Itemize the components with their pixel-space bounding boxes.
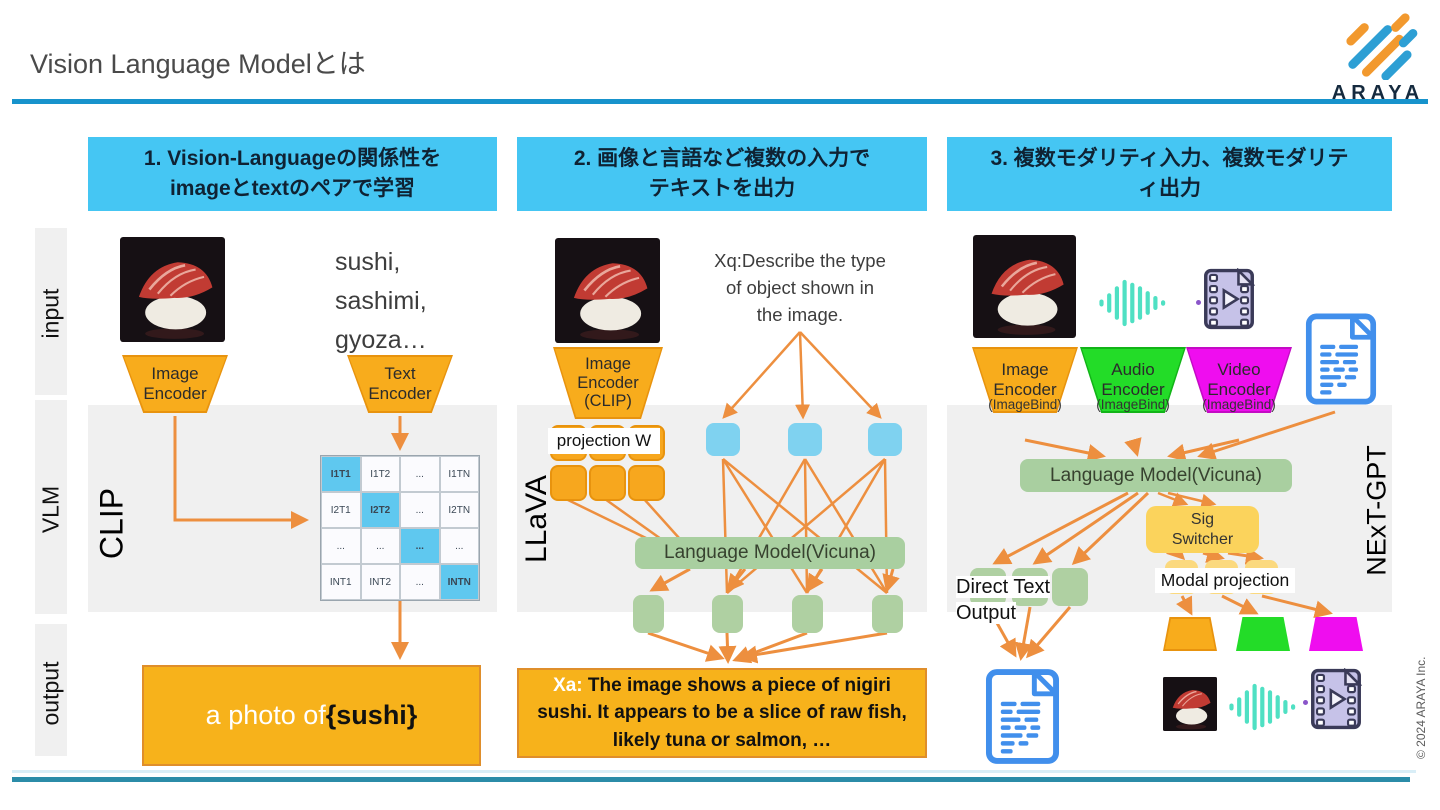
projection-w-label: projection W xyxy=(548,428,660,454)
direct-text-square xyxy=(1052,568,1088,606)
modal-projection-label: Modal projection xyxy=(1155,568,1295,593)
matrix-cell: ... xyxy=(360,528,400,564)
matrix-cell: I1TN xyxy=(439,456,479,492)
vlm-rail-label: VLM xyxy=(37,485,64,534)
title-divider xyxy=(12,99,1428,104)
matrix-cell: ... xyxy=(400,528,440,564)
direct-text-output-label: Direct Text Output xyxy=(956,576,1051,624)
audio-waveform-output-icon xyxy=(1228,676,1298,743)
araya-logo-text: ARAYA xyxy=(1331,82,1425,104)
llava-model-label: LLaVA xyxy=(520,475,553,563)
matrix-cell: I1T1 xyxy=(321,456,361,492)
input-rail xyxy=(35,228,67,395)
video-file-icon xyxy=(1203,267,1256,335)
matrix-cell: INTN xyxy=(439,564,479,600)
image-decoder xyxy=(1163,617,1217,651)
language-model-box-col3: Language Model(Vicuna) xyxy=(1020,459,1292,492)
audio-decoder xyxy=(1236,617,1290,651)
matrix-cell: ... xyxy=(400,456,440,492)
projection-square xyxy=(589,465,626,501)
matrix-cell: INT2 xyxy=(360,564,400,600)
similarity-matrix: I1T1 I1T2 ... I1TN I2T1 I2T2 ... I2TN ..… xyxy=(320,455,480,601)
video-encoder-col3: Video Encoder xyxy=(1186,347,1292,413)
image-encoder-sub: (ImageBind) xyxy=(988,397,1062,412)
matrix-cell: INT1 xyxy=(321,564,361,600)
text-token-square xyxy=(706,423,740,456)
llava-answer-box: Xa: The image shows a piece of nigiri su… xyxy=(517,668,927,758)
column3-header: 3. 複数モダリティ入力、複数モダリテ ィ出力 xyxy=(947,137,1392,211)
input-word-list: sushi, sashimi, gyoza… xyxy=(335,248,427,354)
projection-square xyxy=(628,465,665,501)
audio-encoder-sub: (ImageBind) xyxy=(1096,397,1170,412)
output-token-square xyxy=(633,595,664,633)
matrix-cell: ... xyxy=(321,528,361,564)
output-value: {sushi} xyxy=(325,700,418,730)
sushi-photo-small xyxy=(1163,677,1217,736)
araya-logo-icon xyxy=(1346,13,1418,80)
video-file-output-icon xyxy=(1310,667,1363,735)
image-encoder-col3: Image Encoder xyxy=(972,347,1078,413)
output-token-square xyxy=(712,595,743,633)
answer-prefix: Xa: xyxy=(553,674,583,696)
image-encoder-col2: Image Encoder (CLIP) xyxy=(553,347,663,419)
column2-header: 2. 画像と言語など複数の入力で テキストを出力 xyxy=(517,137,927,211)
output-token-square xyxy=(792,595,823,633)
matrix-cell: I1T2 xyxy=(360,456,400,492)
input-rail-label: input xyxy=(37,288,64,339)
sig-switcher-box: Sig Switcher xyxy=(1146,506,1259,553)
sushi-photo xyxy=(555,238,660,348)
output-rail-label: output xyxy=(37,661,64,726)
araya-logo: ARAYA xyxy=(1330,10,1426,104)
text-token-square xyxy=(788,423,822,456)
vlm-rail xyxy=(35,400,67,614)
text-document-output-icon xyxy=(985,668,1060,770)
sushi-photo xyxy=(120,237,225,347)
video-encoder-sub: (ImageBind) xyxy=(1202,397,1276,412)
answer-body: The image shows a piece of nigiri sushi.… xyxy=(537,674,907,751)
output-token-square xyxy=(872,595,903,633)
video-icon-dot xyxy=(1303,700,1308,705)
image-encoder-col1: Image Encoder xyxy=(122,355,228,413)
nextgpt-model-label: NExT-GPT xyxy=(1361,445,1392,576)
question-text: Xq:Describe the type of object shown in … xyxy=(714,250,886,325)
video-icon-dot xyxy=(1196,300,1201,305)
page-title: Vision Language Modelとは xyxy=(30,49,366,79)
clip-model-label: CLIP xyxy=(93,487,130,560)
clip-output-box: a photo of {sushi} xyxy=(142,665,481,766)
matrix-cell: ... xyxy=(439,528,479,564)
bottom-light-rule xyxy=(12,770,1416,773)
matrix-cell: I2T1 xyxy=(321,492,361,528)
column1-header: 1. Vision-Languageの関係性を imageとtextのペアで学習 xyxy=(88,137,497,211)
matrix-cell: ... xyxy=(400,564,440,600)
text-encoder-col1: Text Encoder xyxy=(347,355,453,413)
audio-waveform-icon xyxy=(1098,272,1168,339)
copyright-text: © 2024 ARAYA Inc. xyxy=(1414,656,1428,759)
matrix-cell: ... xyxy=(400,492,440,528)
output-rail xyxy=(35,624,67,756)
projection-square xyxy=(550,465,587,501)
sushi-photo xyxy=(973,235,1076,343)
bottom-teal-rule xyxy=(12,777,1410,782)
text-token-square xyxy=(868,423,902,456)
text-document-icon xyxy=(1305,312,1377,411)
matrix-cell: I2T2 xyxy=(360,492,400,528)
output-prefix: a photo of xyxy=(205,700,326,730)
matrix-cell: I2TN xyxy=(439,492,479,528)
video-decoder xyxy=(1309,617,1363,651)
language-model-box-col2: Language Model(Vicuna) xyxy=(635,537,905,569)
audio-encoder-col3: Audio Encoder xyxy=(1080,347,1186,413)
